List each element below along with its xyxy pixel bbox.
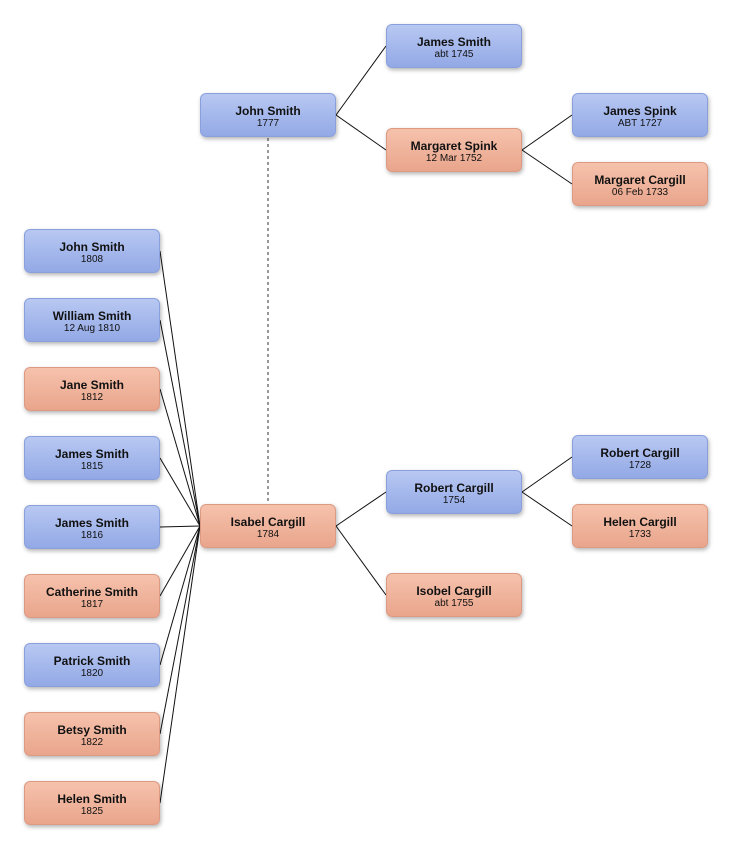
person-card-james-spink[interactable]: James Spink ABT 1727 <box>572 93 708 137</box>
person-name: James Smith <box>54 447 130 461</box>
person-name: Robert Cargill <box>600 446 680 460</box>
person-name: William Smith <box>52 309 132 323</box>
person-date: 1733 <box>628 529 652 540</box>
person-date: 1754 <box>442 495 466 506</box>
person-date: 06 Feb 1733 <box>611 187 669 198</box>
person-card-margaret-spink[interactable]: Margaret Spink 12 Mar 1752 <box>386 128 522 172</box>
person-date: 1820 <box>80 668 104 679</box>
person-date: abt 1755 <box>434 598 474 609</box>
child-card[interactable]: Patrick Smith 1820 <box>24 643 160 687</box>
child-card[interactable]: John Smith 1808 <box>24 229 160 273</box>
link-margaret-to-james-spink <box>521 114 573 151</box>
person-card-robert-cargill-1728[interactable]: Robert Cargill 1728 <box>572 435 708 479</box>
person-date: 12 Aug 1810 <box>63 323 121 334</box>
person-card-helen-cargill[interactable]: Helen Cargill 1733 <box>572 504 708 548</box>
person-name: Margaret Cargill <box>594 173 686 187</box>
person-date: 1728 <box>628 460 652 471</box>
person-card-isabel-cargill[interactable]: Isabel Cargill 1784 <box>200 504 336 548</box>
person-date: 1812 <box>80 392 104 403</box>
person-name: Patrick Smith <box>53 654 131 668</box>
child-link <box>159 525 201 597</box>
person-date: 1817 <box>80 599 104 610</box>
person-name: Margaret Spink <box>410 139 498 153</box>
person-date: 1777 <box>256 118 280 129</box>
person-date: 12 Mar 1752 <box>425 153 483 164</box>
child-link <box>159 525 201 528</box>
person-name: James Smith <box>54 516 130 530</box>
person-date: 1822 <box>80 737 104 748</box>
person-card-margaret-cargill[interactable]: Margaret Cargill 06 Feb 1733 <box>572 162 708 206</box>
child-link <box>159 525 201 735</box>
child-link <box>159 457 201 527</box>
link-robert-to-helen <box>521 491 573 527</box>
child-link <box>159 525 201 804</box>
link-isabel-to-isobel <box>335 525 387 596</box>
child-card[interactable]: Jane Smith 1812 <box>24 367 160 411</box>
person-date: 1815 <box>80 461 104 472</box>
person-name: James Smith <box>416 35 492 49</box>
child-card[interactable]: Betsy Smith 1822 <box>24 712 160 756</box>
link-isabel-to-robert <box>335 491 387 527</box>
person-name: Isabel Cargill <box>230 515 306 529</box>
person-name: John Smith <box>235 104 301 118</box>
person-name: Betsy Smith <box>57 723 127 737</box>
person-name: Helen Smith <box>57 792 127 806</box>
person-date: abt 1745 <box>434 49 474 60</box>
person-name: Catherine Smith <box>45 585 138 599</box>
person-date: 1808 <box>80 254 104 265</box>
child-link <box>159 525 201 666</box>
person-card-john-smith[interactable]: John Smith 1777 <box>200 93 336 137</box>
person-name: James Spink <box>603 104 677 118</box>
person-name: Helen Cargill <box>603 515 677 529</box>
child-card[interactable]: Helen Smith 1825 <box>24 781 160 825</box>
link-john-to-margaret-spink <box>335 114 387 151</box>
child-card[interactable]: William Smith 12 Aug 1810 <box>24 298 160 342</box>
child-card[interactable]: James Smith 1815 <box>24 436 160 480</box>
person-name: Jane Smith <box>59 378 125 392</box>
person-date: ABT 1727 <box>617 118 663 129</box>
link-john-to-james <box>335 45 387 116</box>
person-name: Robert Cargill <box>414 481 494 495</box>
person-name: John Smith <box>59 240 125 254</box>
person-card-robert-cargill[interactable]: Robert Cargill 1754 <box>386 470 522 514</box>
person-date: 1816 <box>80 530 104 541</box>
person-name: Isobel Cargill <box>416 584 492 598</box>
child-card[interactable]: Catherine Smith 1817 <box>24 574 160 618</box>
person-card-james-smith[interactable]: James Smith abt 1745 <box>386 24 522 68</box>
person-card-isobel-cargill[interactable]: Isobel Cargill abt 1755 <box>386 573 522 617</box>
person-date: 1784 <box>256 529 280 540</box>
person-date: 1825 <box>80 806 104 817</box>
link-margaret-to-margaret-cargill <box>521 149 573 185</box>
child-link <box>159 319 201 527</box>
child-card[interactable]: James Smith 1816 <box>24 505 160 549</box>
link-robert-to-robert-1728 <box>521 456 573 493</box>
child-link <box>159 388 201 527</box>
child-link <box>159 250 201 527</box>
